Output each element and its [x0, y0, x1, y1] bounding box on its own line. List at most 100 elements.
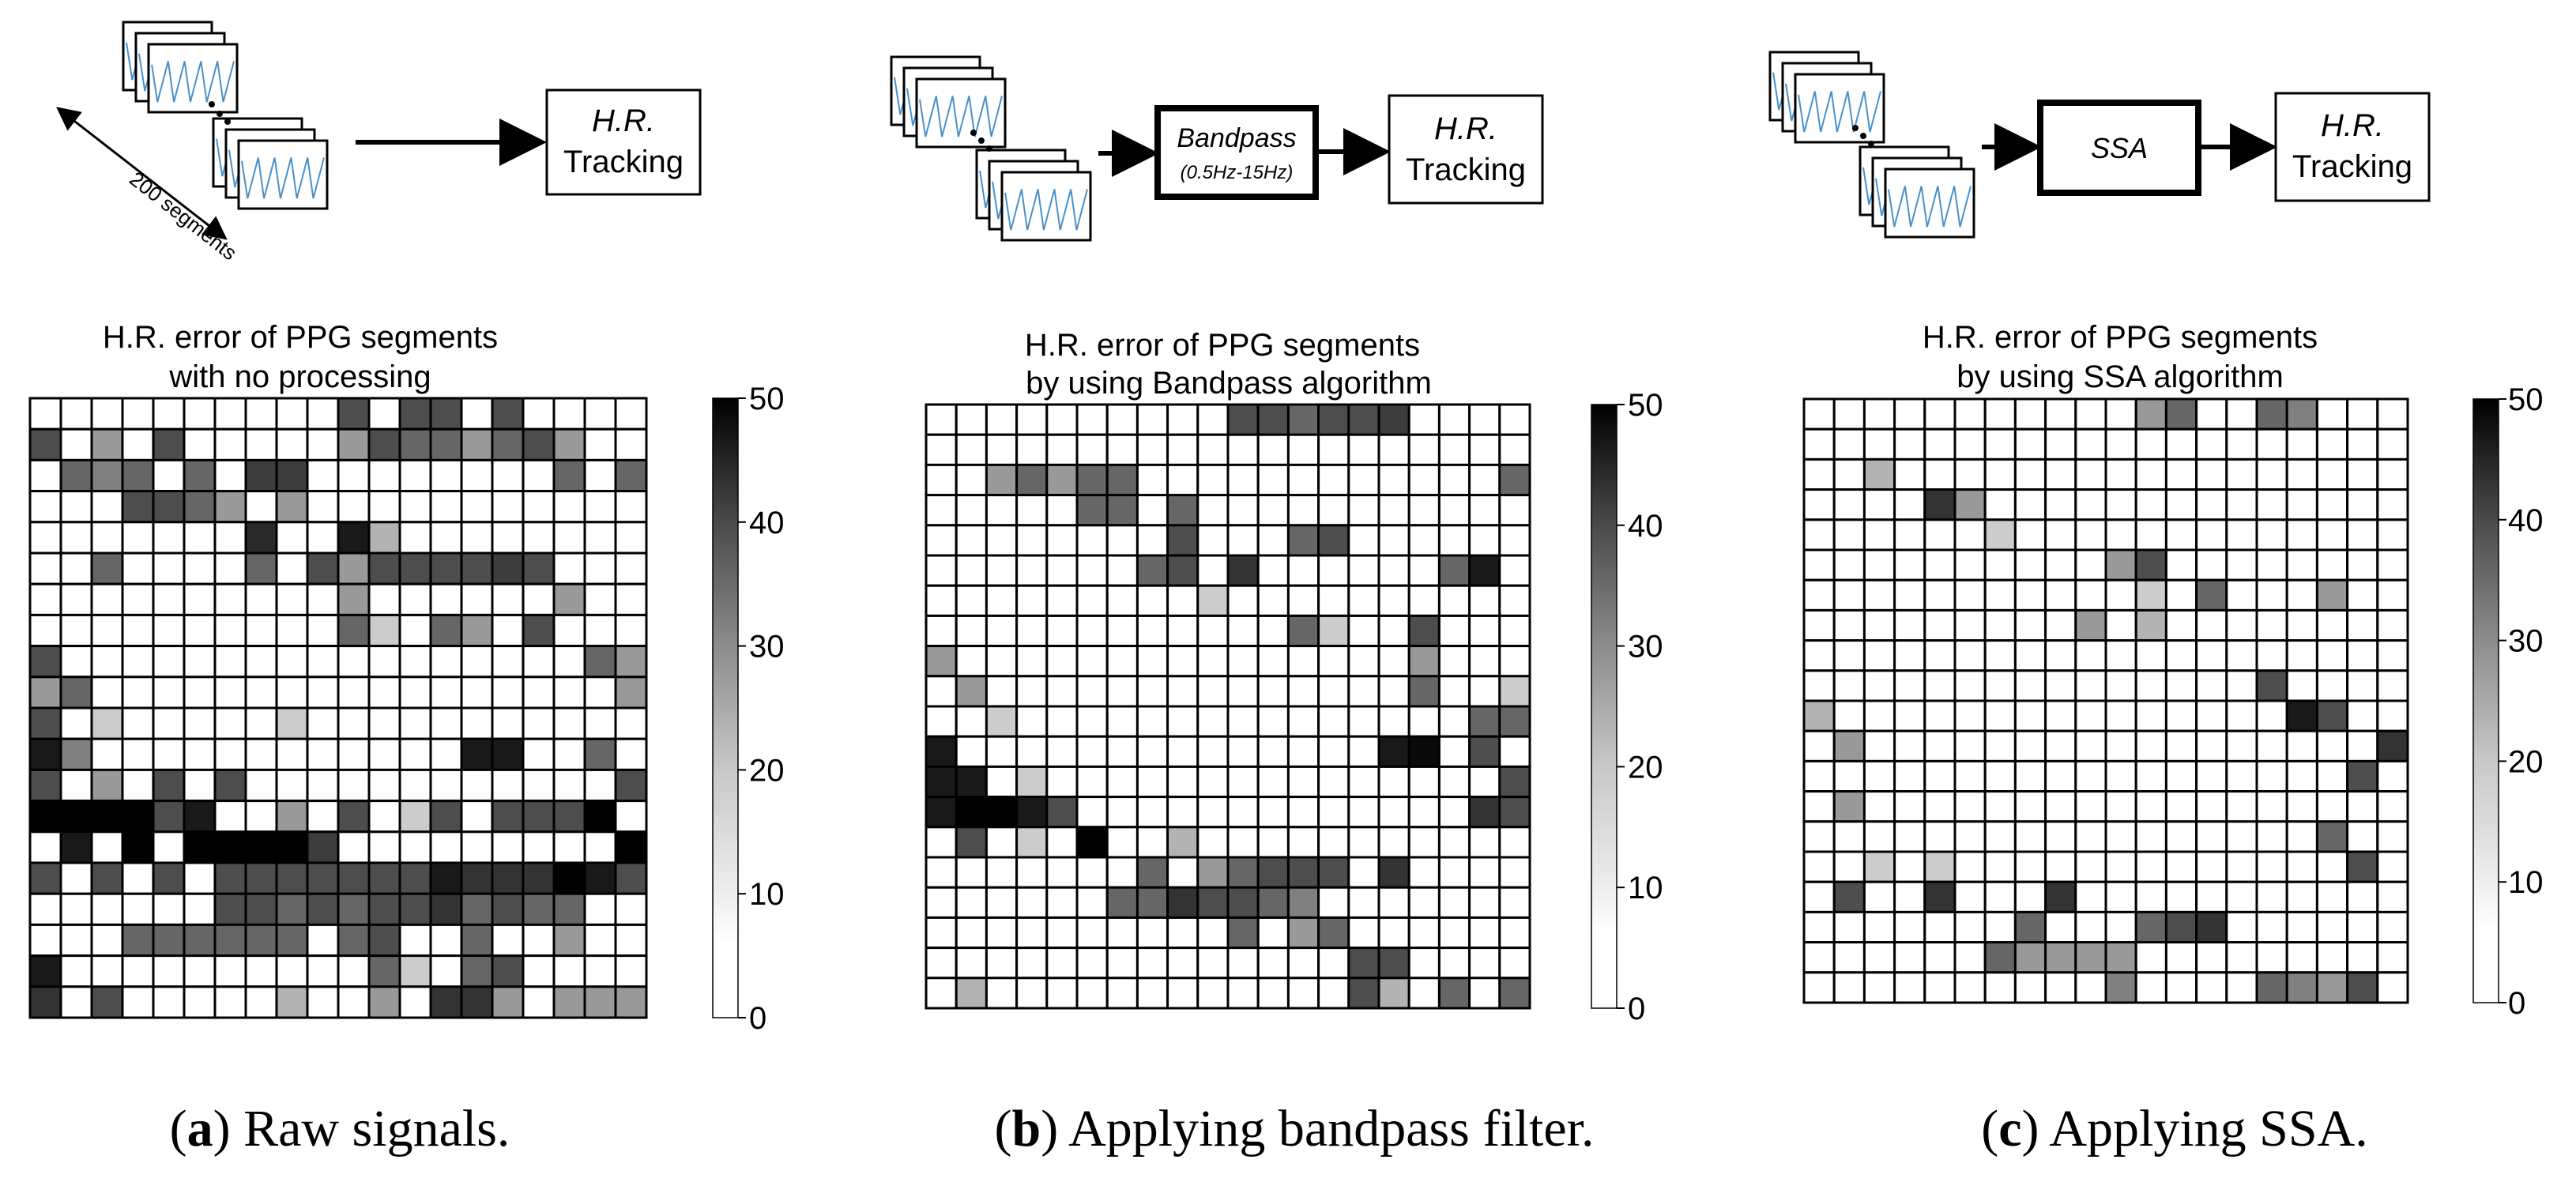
- heatmap-cell: [1953, 669, 1987, 702]
- heatmap-cell: [1226, 705, 1260, 738]
- heatmap-cell: [59, 985, 93, 1019]
- heatmap-cell: [2315, 941, 2349, 974]
- heatmap-cell: [90, 551, 124, 585]
- heatmap-cell: [1832, 578, 1866, 612]
- heatmap-cell: [2195, 699, 2228, 732]
- heatmap-cell: [1862, 669, 1896, 702]
- heatmap-cell: [121, 551, 155, 585]
- heatmap-cell: [306, 458, 340, 493]
- heatmap-cell: [2225, 880, 2258, 913]
- heatmap-cell: [337, 768, 371, 803]
- heatmap-cell: [583, 923, 617, 958]
- heatmap-cell: [1226, 524, 1260, 557]
- ssa-block-label: SSA: [2091, 132, 2148, 164]
- heatmap-cell: [2225, 608, 2258, 642]
- heatmap-cell: [1862, 729, 1896, 762]
- heatmap-cell: [985, 433, 1019, 466]
- heatmap-cell: [367, 892, 401, 926]
- heatmap-cell: [1256, 826, 1290, 859]
- heatmap-cell: [2104, 759, 2137, 793]
- heatmap-cell: [2104, 518, 2137, 551]
- heatmap-cell: [460, 397, 494, 431]
- heatmap-cell: [90, 830, 124, 864]
- heatmap-cell: [306, 706, 340, 740]
- heatmap-cell: [1135, 494, 1169, 527]
- heatmap-cell: [2134, 850, 2167, 883]
- heatmap-cell: [1317, 977, 1350, 1010]
- heatmap-cell: [121, 397, 155, 431]
- heatmap-cell: [1075, 403, 1109, 436]
- heatmap-cell: [1407, 856, 1441, 889]
- heatmap-cell: [491, 892, 525, 926]
- heatmap-cell: [1196, 735, 1230, 768]
- heatmap-cell: [1862, 578, 1896, 612]
- heatmap-cell: [2044, 578, 2077, 612]
- colorbar-tick-label: 10: [2508, 865, 2544, 900]
- heatmap-cell: [1166, 614, 1199, 648]
- heatmap-cell: [1166, 826, 1199, 859]
- heatmap-cell: [28, 582, 62, 616]
- heatmap-cell: [2285, 820, 2318, 853]
- heatmap-cell: [1923, 910, 1956, 944]
- heatmap-cell: [1075, 735, 1109, 768]
- heatmap-cell: [925, 735, 958, 768]
- heatmap-cell: [1983, 729, 2017, 762]
- heatmap-cell: [1893, 427, 1926, 461]
- heatmap-cell: [1015, 403, 1049, 436]
- heatmap-cell: [1407, 796, 1441, 829]
- heatmap-cell: [1498, 584, 1531, 617]
- heatmap-cell: [1105, 977, 1139, 1010]
- hr-tracking-block: [1388, 94, 1544, 205]
- heatmap-cell: [2225, 759, 2258, 793]
- heatmap-cell: [491, 923, 525, 958]
- heatmap-cell: [1347, 826, 1380, 859]
- heatmap-cell: [522, 800, 555, 834]
- heatmap-cell: [1468, 494, 1501, 527]
- heatmap-cell: [1437, 433, 1471, 466]
- heatmap-cell: [1832, 910, 1866, 944]
- heatmap-cell: [2104, 790, 2137, 823]
- heatmap-cell: [2044, 488, 2077, 521]
- heatmap-cell: [1468, 524, 1501, 557]
- heatmap-cell: [337, 551, 371, 585]
- ppg-wave: [1004, 189, 1088, 231]
- heatmap-cell: [398, 551, 432, 585]
- heatmap-cell: [1377, 705, 1410, 738]
- heatmap-cell: [985, 796, 1019, 829]
- heatmap-cell: [244, 551, 278, 585]
- heatmap-cell: [1196, 916, 1230, 950]
- heatmap-cell: [1953, 941, 1987, 974]
- heatmap-cell: [1015, 645, 1049, 678]
- heatmap-cell: [2164, 941, 2198, 974]
- heatmap-cell: [1407, 886, 1441, 919]
- heatmap-cell: [522, 768, 555, 803]
- heatmap-cell: [552, 706, 586, 740]
- heatmap-cell: [1407, 916, 1441, 950]
- heatmap-cell: [1317, 554, 1350, 587]
- caption-body: Applying bandpass filter.: [1068, 1100, 1594, 1158]
- heatmap-cell: [2376, 608, 2409, 642]
- heatmap-cell: [491, 800, 525, 834]
- heatmap-cell: [1286, 947, 1320, 980]
- heatmap-cell: [2315, 850, 2349, 883]
- heatmap-cell: [2376, 427, 2409, 461]
- heatmap-cell: [121, 800, 155, 834]
- heatmap-cell: [90, 954, 124, 988]
- heatmap-cell: [2104, 941, 2137, 974]
- heatmap-cell: [2134, 427, 2167, 461]
- ellipsis-dot: [970, 130, 977, 136]
- heatmap-cell: [183, 830, 217, 864]
- heatmap-cell: [2074, 729, 2107, 762]
- heatmap-cell: [1832, 397, 1866, 431]
- heatmap-cell: [213, 737, 247, 771]
- heatmap-cell: [2044, 669, 2077, 702]
- heatmap-cell: [1953, 910, 1987, 944]
- heatmap-cell: [337, 427, 371, 461]
- heatmap-cell: [1802, 820, 1836, 853]
- heatmap-cell: [367, 923, 401, 958]
- heatmap-cell: [1983, 488, 2017, 521]
- heatmap-cell: [1196, 403, 1230, 436]
- heatmap-cell: [522, 521, 555, 555]
- heatmap-cell: [1105, 826, 1139, 859]
- heatmap-cell: [1166, 463, 1199, 497]
